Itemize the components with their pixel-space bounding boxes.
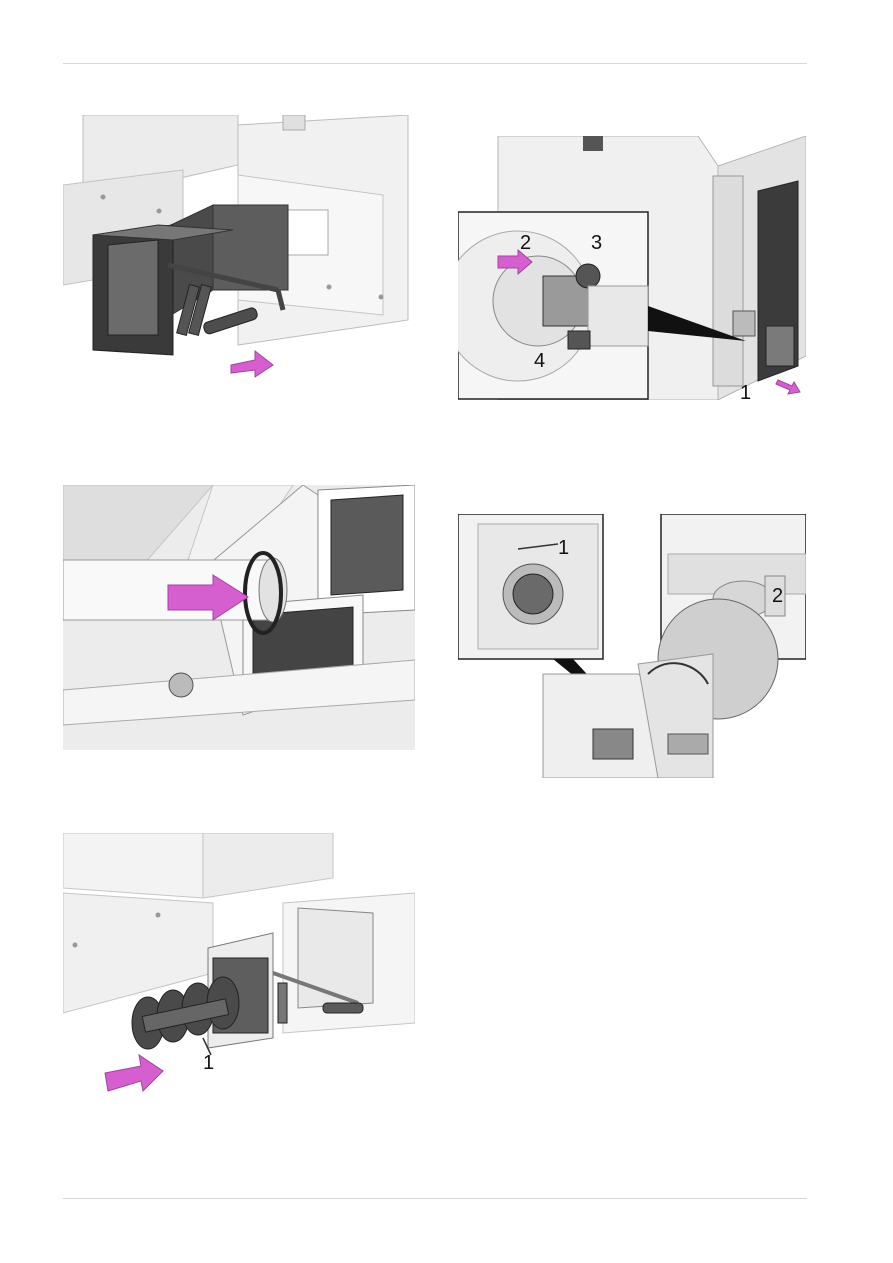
figure-3-tube-insert — [63, 485, 415, 750]
figure-5-drawing: 1 — [63, 833, 415, 1105]
figure-2-drawing: 2 3 4 1 — [458, 136, 806, 400]
callout-fig4-2: 2 — [772, 585, 783, 607]
figure-2-motor-detail: 2 3 4 1 — [458, 136, 806, 400]
callout-2: 2 — [520, 232, 531, 254]
callout-fig5-1: 1 — [203, 1052, 214, 1074]
figure-1-hopper-flange — [63, 115, 415, 388]
footer-rule — [63, 1198, 807, 1199]
figure-4-drawing: 1 2 — [458, 514, 806, 778]
callout-fig4-1: 1 — [558, 537, 569, 559]
figure-5-auger-insert: 1 — [63, 833, 415, 1105]
figure-4-openings-detail: 1 2 — [458, 514, 806, 778]
figure-3-drawing — [63, 485, 415, 750]
header-rule — [63, 63, 807, 64]
callout-3: 3 — [591, 232, 602, 254]
figure-1-drawing — [63, 115, 415, 388]
callout-4: 4 — [534, 350, 545, 372]
callout-1: 1 — [740, 382, 751, 400]
